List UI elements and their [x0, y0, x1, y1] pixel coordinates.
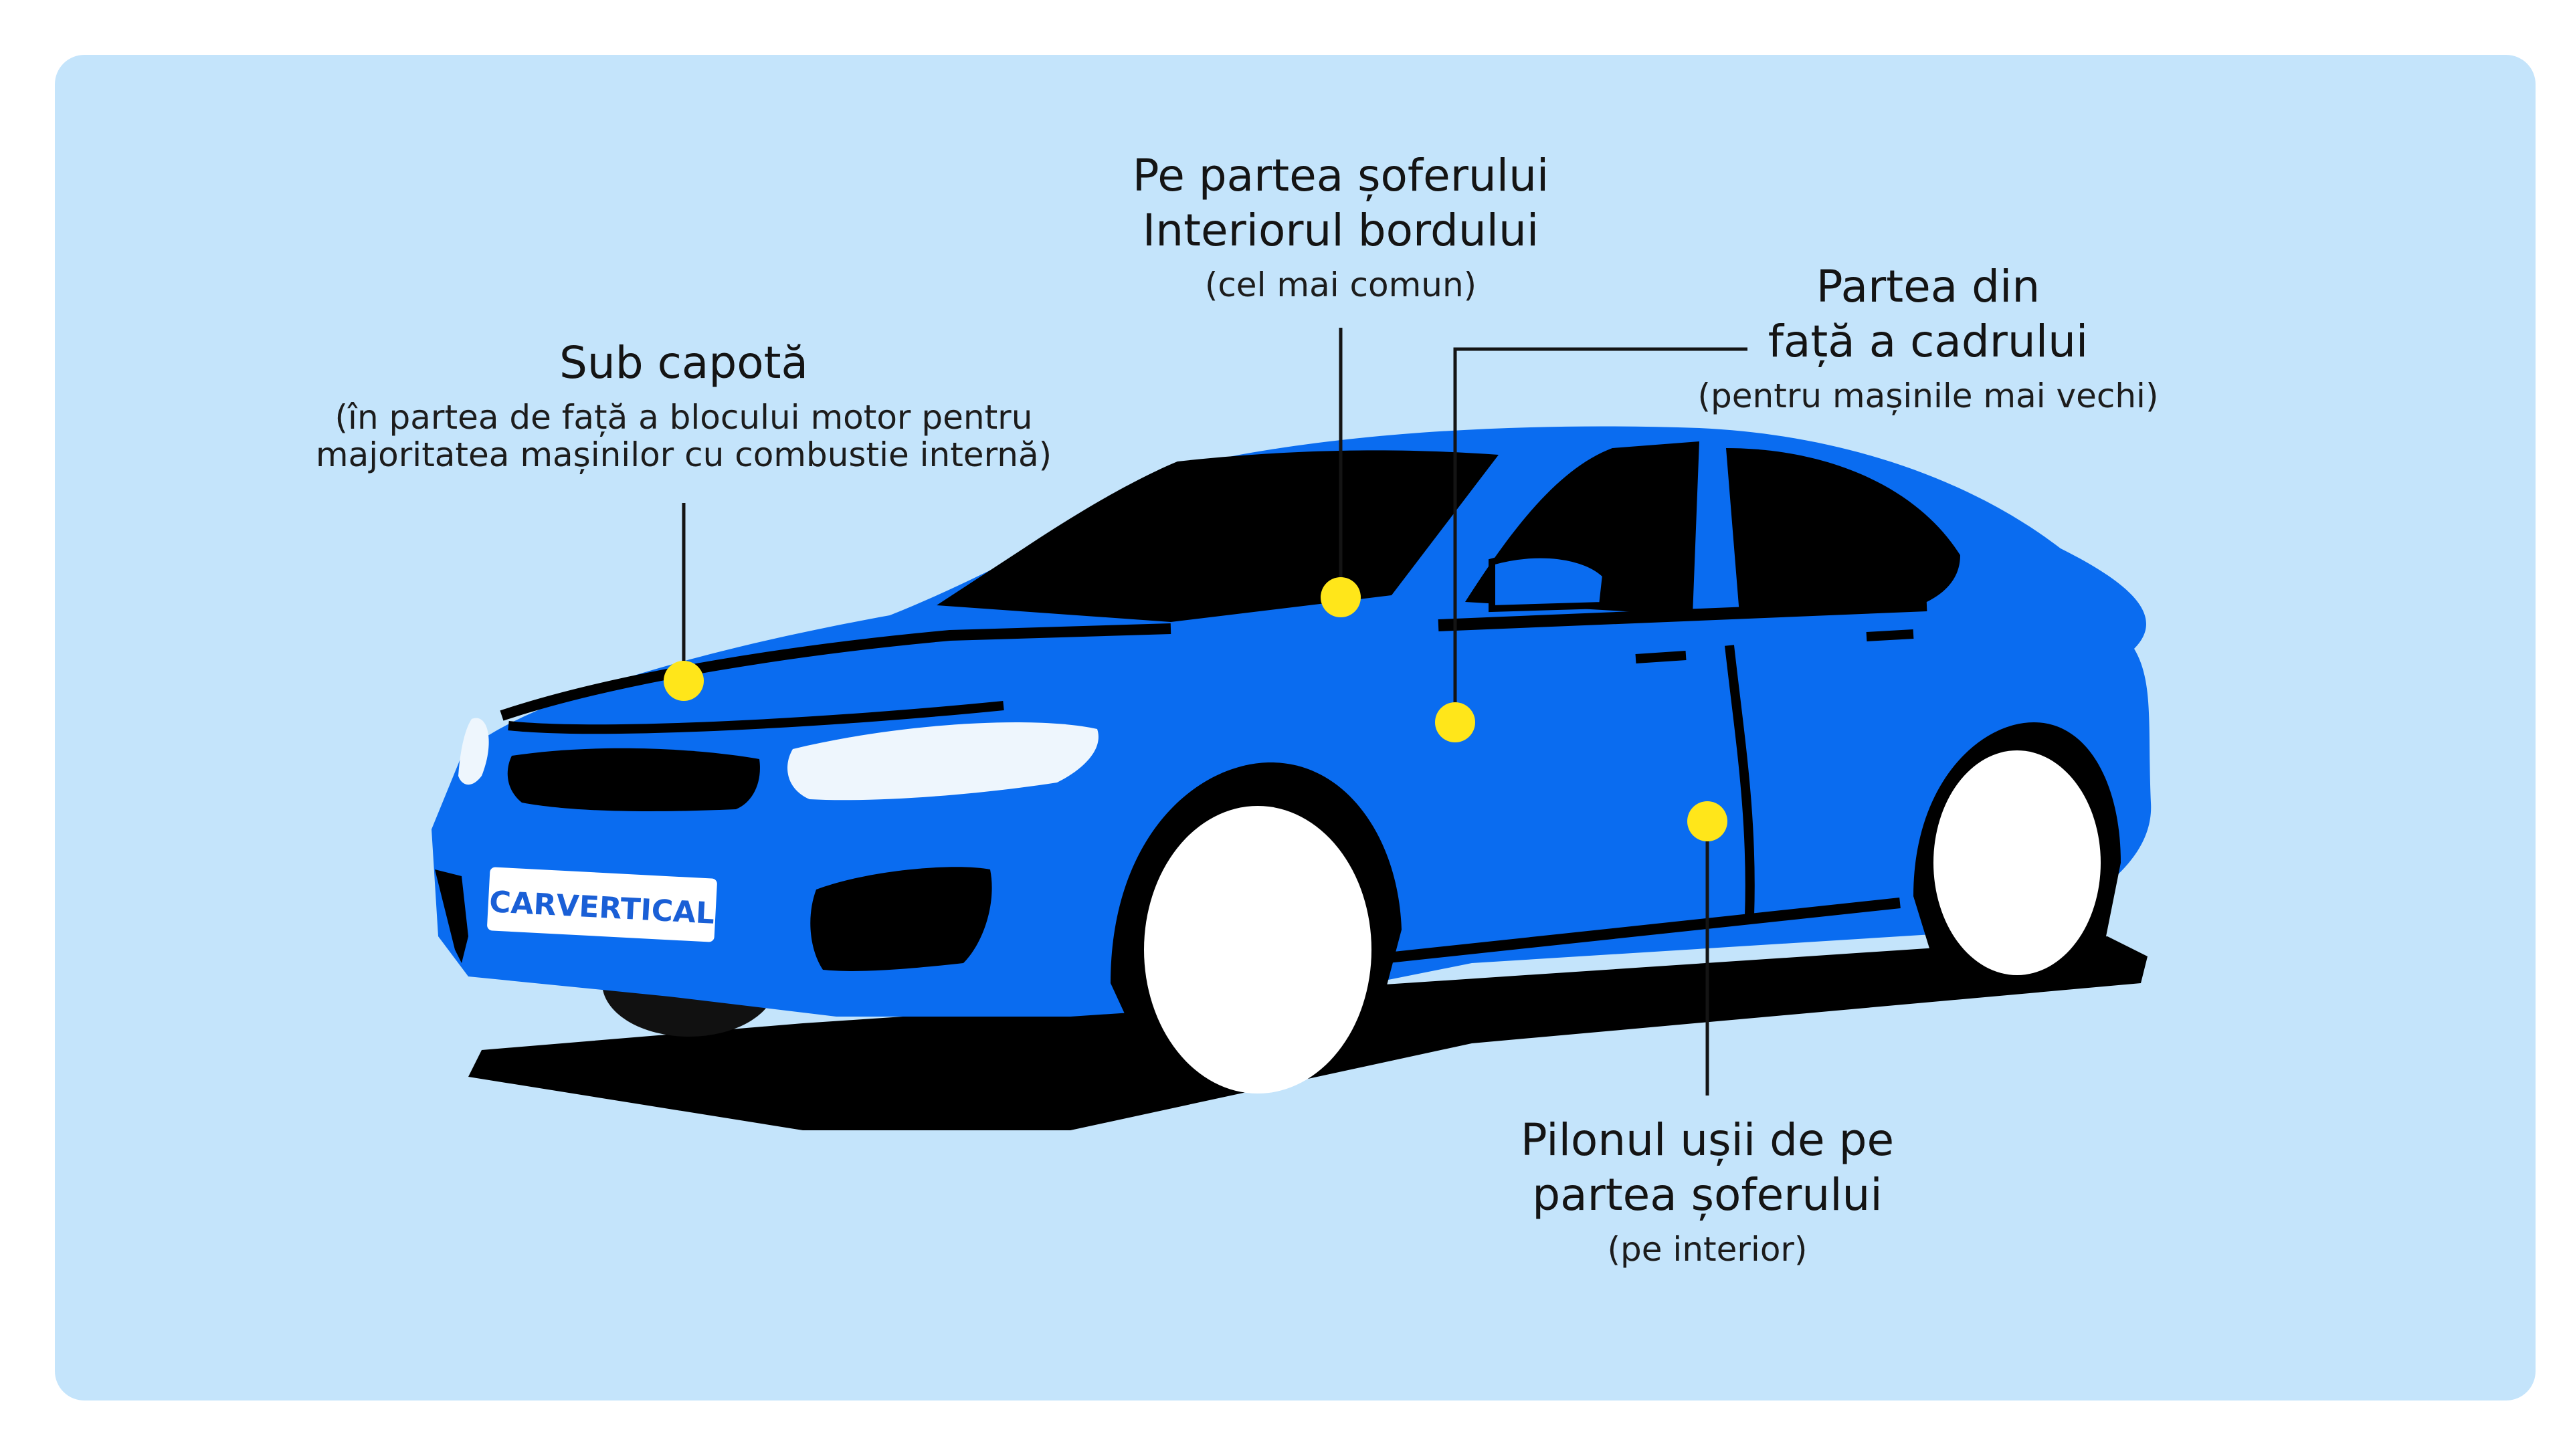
label-title: Interiorul bordului: [1142, 205, 1539, 256]
marker-dashboard: [1321, 577, 1361, 617]
rocker-line: [1337, 898, 1901, 968]
car-body: [432, 426, 2152, 1017]
label-title: față a cadrului: [1768, 316, 2089, 367]
label-title: Sub capotă: [559, 337, 808, 389]
front-grille: [507, 748, 760, 811]
door-seam: [1725, 645, 1755, 917]
label-note: (în partea de față a blocului motor pent…: [335, 398, 1033, 437]
front-wheel: [1144, 806, 1371, 1094]
label-title: Pe partea șoferului: [1132, 150, 1549, 201]
hood-line: [500, 623, 1171, 721]
label-door-pillar: Pilonul ușii de pe partea șoferului (pe …: [1521, 1113, 1894, 1268]
label-note: (pentru mașinile mai vechi): [1697, 377, 2159, 415]
license-plate: [487, 867, 717, 942]
label-under-hood: Sub capotă (în partea de față a blocului…: [316, 336, 1052, 474]
rear-wheel: [1933, 750, 2101, 975]
marker-frame: [1435, 702, 1475, 742]
windshield: [937, 450, 1499, 622]
label-driver-side-dashboard: Pe partea șoferului Interiorul bordului …: [1133, 148, 1549, 304]
lower-left-intake: [435, 869, 468, 963]
rear-door-window: [1726, 448, 1960, 614]
leader-line-frame: [1453, 347, 1747, 716]
door-handle-rear: [1866, 629, 1914, 641]
window-sill-line: [1438, 599, 1927, 631]
label-note: (pe interior): [1607, 1230, 1808, 1269]
right-headlight: [787, 722, 1099, 801]
left-headlight: [458, 718, 489, 785]
label-frame-front: Partea din față a cadrului (pentru mașin…: [1698, 259, 2159, 415]
door-handle-front: [1635, 651, 1687, 663]
label-title: Pilonul ușii de pe: [1520, 1114, 1895, 1166]
label-note: majoritatea mașinilor cu combustie inter…: [315, 435, 1052, 474]
label-title: Partea din: [1816, 261, 2040, 312]
marker-door-pillar: [1687, 801, 1727, 841]
label-note: (cel mai comun): [1204, 266, 1477, 304]
label-title: partea șoferului: [1532, 1169, 1883, 1221]
marker-under-hood: [664, 661, 704, 701]
lower-right-intake: [810, 867, 992, 971]
hood-crease: [508, 701, 1004, 734]
side-mirror: [1489, 551, 1610, 613]
